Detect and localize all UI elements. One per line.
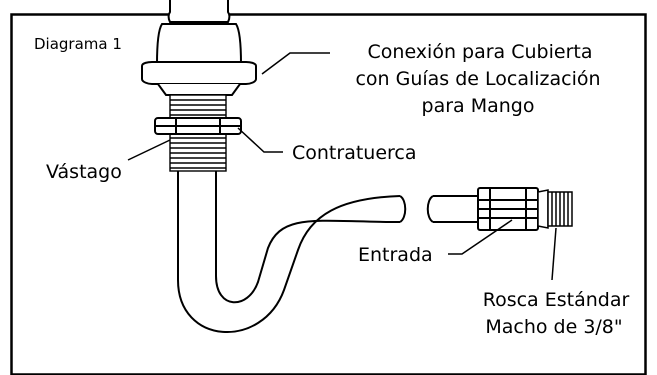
label-thread-line2: Macho de 3/8" <box>485 316 622 338</box>
leader-inlet <box>448 219 513 255</box>
label-deck-connection-line3: para Mango <box>422 95 535 117</box>
label-thread-line1: Rosca Estándar <box>483 289 630 311</box>
leader-thread <box>551 227 557 281</box>
threaded-shank <box>169 94 227 172</box>
male-thread <box>537 189 573 229</box>
diagram-title: Diagrama 1 <box>34 35 122 53</box>
deck-connection <box>141 23 257 96</box>
leader-deck-connection <box>261 52 330 75</box>
leader-locknut <box>237 127 283 153</box>
leader-lines <box>127 52 557 281</box>
label-shank: Vástago <box>46 161 122 183</box>
faucet-body <box>167 0 231 23</box>
inlet-fitting <box>477 187 539 231</box>
leader-shank <box>127 139 171 161</box>
locknut <box>154 117 242 135</box>
label-deck-connection-line1: Conexión para Cubierta <box>368 41 593 63</box>
supply-tube <box>177 171 478 334</box>
label-inlet: Entrada <box>358 244 433 266</box>
label-locknut: Contratuerca <box>292 142 417 164</box>
label-deck-connection-line2: con Guías de Localización <box>355 68 600 90</box>
